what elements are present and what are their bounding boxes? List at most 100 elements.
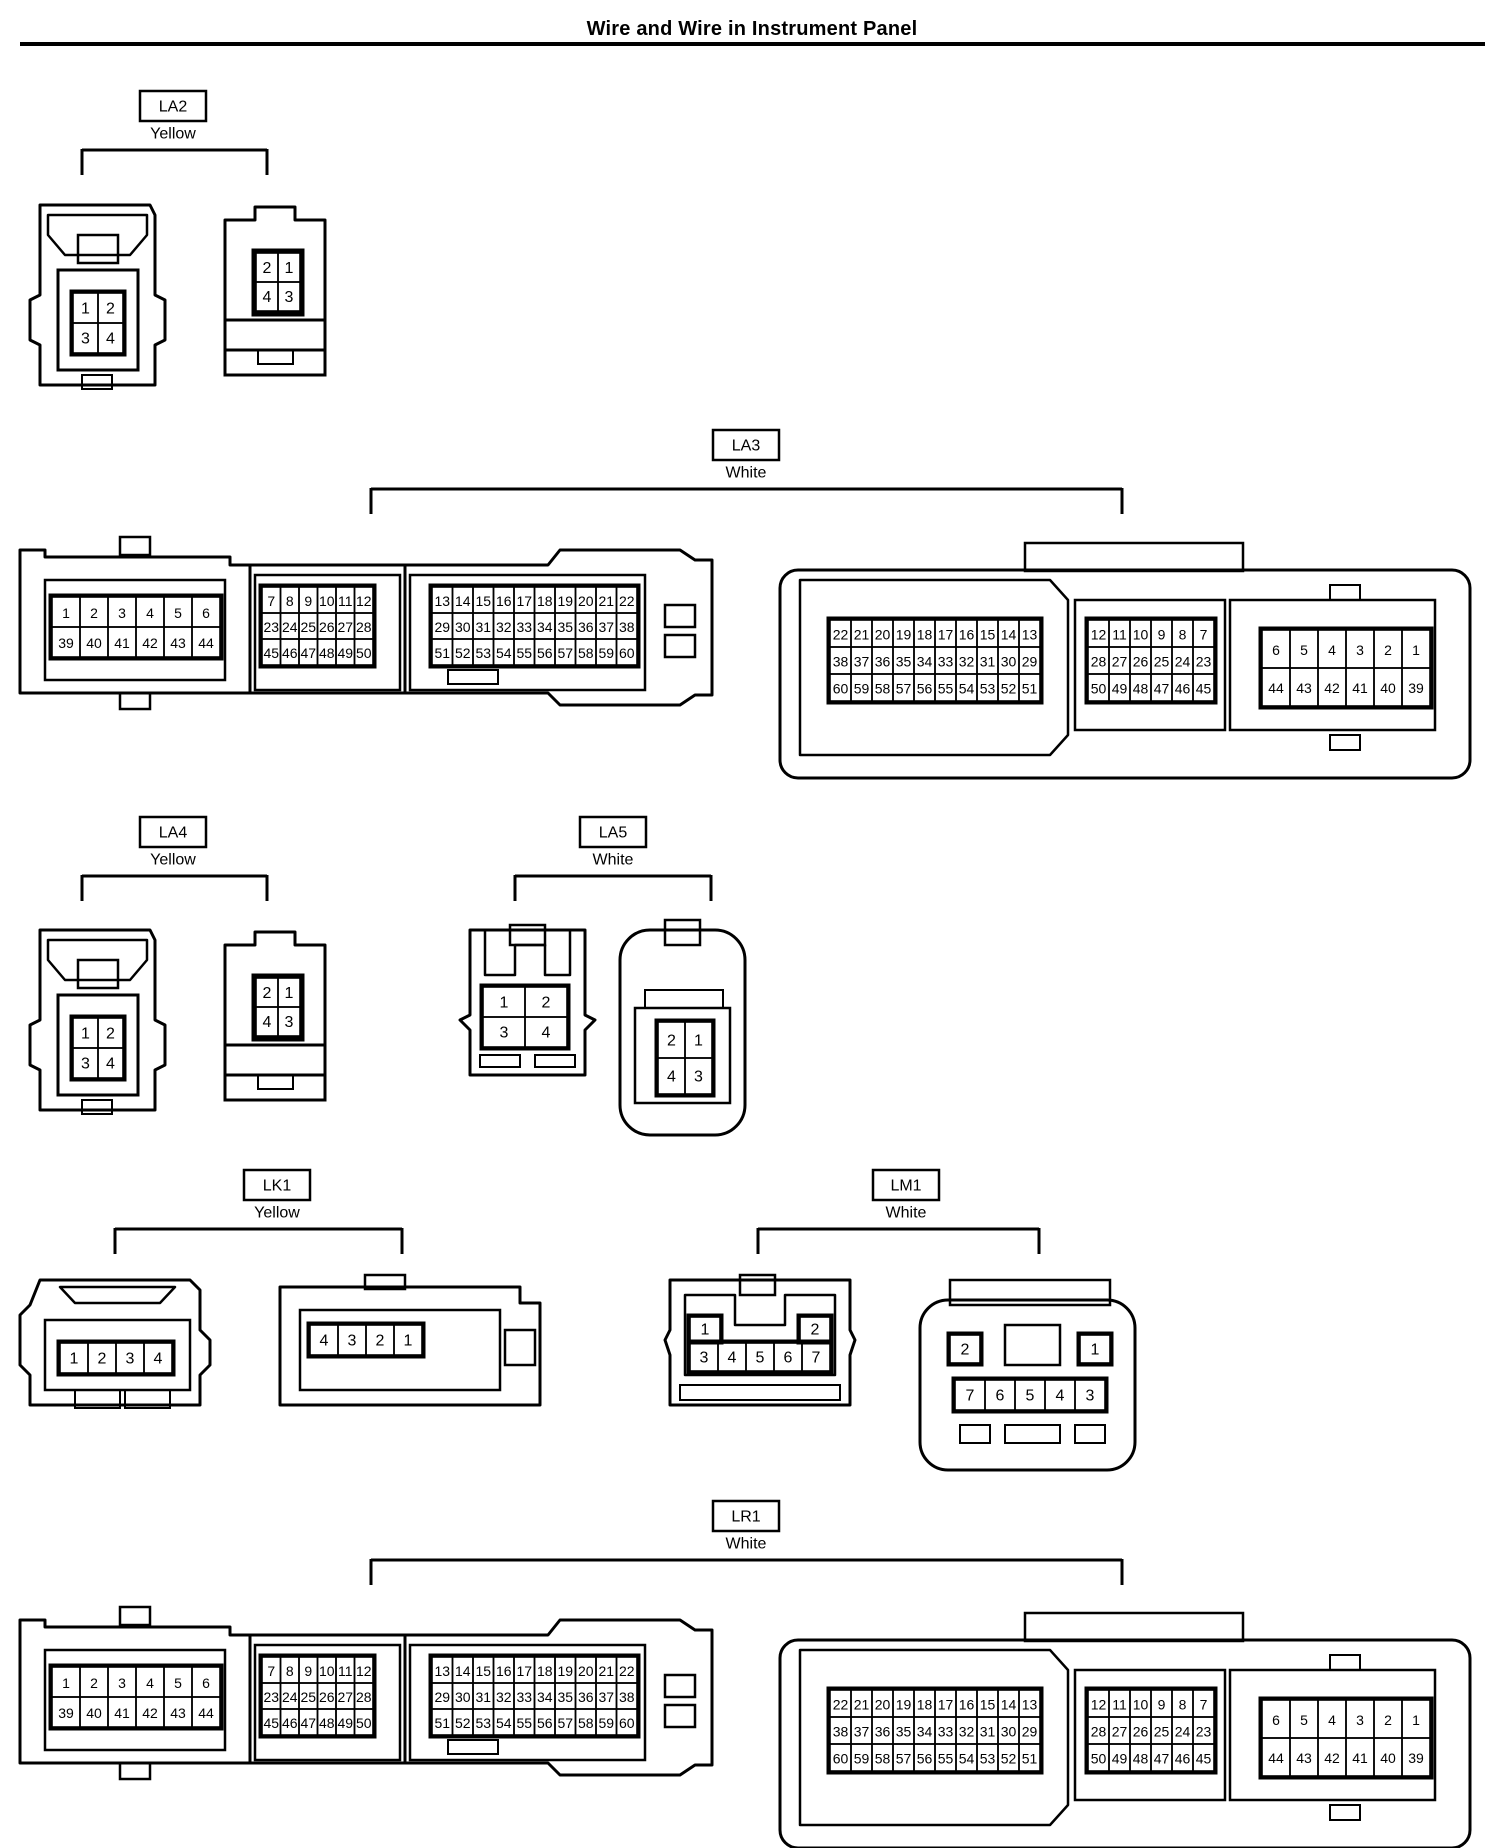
pin-number: 47 [300, 1715, 316, 1731]
title-rule [20, 42, 1485, 46]
pin-number: 22 [619, 1663, 635, 1679]
pin-number: 51 [434, 1715, 450, 1731]
pin-number: 2 [90, 605, 98, 621]
pin-number: 3 [348, 1333, 357, 1350]
pin-number: 10 [319, 1663, 335, 1679]
pin-number: 33 [516, 619, 532, 635]
pin-number: 14 [1001, 627, 1017, 643]
cavity-frame [48, 1663, 224, 1731]
pin-number: 58 [578, 1715, 594, 1731]
pin-number: 3 [81, 331, 90, 348]
pin-number: 24 [1175, 654, 1191, 670]
cavity-frame [1076, 1331, 1114, 1367]
pin-number: 1 [81, 1026, 90, 1043]
connector-code: LA5 [599, 825, 628, 842]
side-latch [503, 1328, 537, 1367]
pin-number: 22 [833, 627, 849, 643]
pin-number: 28 [1091, 1724, 1107, 1740]
pin-number: 1 [285, 260, 294, 277]
pin-number: 57 [557, 1715, 573, 1731]
pin-number: 32 [496, 619, 512, 635]
cavity-frame [686, 1339, 834, 1375]
pin-number: 35 [557, 619, 573, 635]
pin-number: 1 [500, 995, 509, 1012]
pin-number: 60 [619, 645, 635, 661]
pin-number: 8 [1179, 627, 1187, 643]
pin-number: 1 [62, 1675, 70, 1691]
latch [738, 1273, 777, 1297]
pin-number: 37 [854, 654, 870, 670]
connector-color: White [886, 1205, 927, 1222]
latch-cover [46, 213, 149, 257]
pin-number: 43 [1296, 1750, 1312, 1766]
inner-shroud [798, 578, 1070, 757]
pin-number: 6 [996, 1388, 1005, 1405]
cavity-frame [428, 1653, 641, 1739]
pin-number: 11 [1112, 627, 1127, 643]
pin-number: 13 [1022, 627, 1038, 643]
pin-number: 51 [1022, 681, 1038, 697]
cavity-frame [258, 1653, 377, 1739]
pin-number: 44 [198, 635, 214, 651]
pin-number: 58 [578, 645, 594, 661]
pin-number: 56 [917, 1751, 933, 1767]
pin-number: 30 [1001, 654, 1017, 670]
pin-number: 60 [833, 681, 849, 697]
rib [959, 1424, 991, 1444]
pin-number: 49 [1112, 681, 1128, 697]
pin-number: 2 [1384, 1712, 1392, 1728]
pin-number: 55 [516, 1715, 532, 1731]
pin-number: 2 [98, 1351, 107, 1368]
pin-number: 42 [142, 1705, 158, 1721]
pin-number: 4 [154, 1351, 163, 1368]
pin-number: 5 [174, 605, 182, 621]
pin-number: 17 [938, 627, 954, 643]
pin-number: 4 [542, 1025, 551, 1042]
pin-number: 25 [300, 1689, 316, 1705]
inner-shroud [798, 1648, 1070, 1827]
pin-number: 54 [959, 1751, 975, 1767]
pin-number: 16 [496, 593, 512, 609]
pin-number: 53 [475, 1715, 491, 1731]
cavity-frame [69, 1014, 127, 1082]
cavity-frame [252, 249, 304, 315]
pin-number: 40 [1380, 1750, 1396, 1766]
connector-code-box [711, 428, 781, 462]
inner-housing [43, 1318, 192, 1392]
pin-number: 33 [516, 1689, 532, 1705]
pin-number: 2 [106, 1026, 115, 1043]
pin-number: 8 [286, 1663, 294, 1679]
base-block [223, 1043, 327, 1102]
pin-number: 50 [1091, 681, 1107, 697]
pin-number: 14 [455, 1663, 471, 1679]
connector-color: White [726, 1536, 767, 1553]
pin-number: 31 [475, 1689, 491, 1705]
pin-number: 5 [1300, 1712, 1308, 1728]
latch [508, 923, 547, 947]
cavity-frame [1258, 626, 1434, 710]
title-bar: Wire and Wire in Instrument Panel [0, 0, 1504, 48]
pin-number: 38 [619, 619, 635, 635]
cavity-bay [408, 573, 647, 692]
pin-number: 39 [1408, 680, 1424, 696]
pin-number: 36 [875, 1724, 891, 1740]
pin-number: 45 [263, 1715, 279, 1731]
connector-code: LR1 [731, 1509, 760, 1526]
cavity-frame [56, 1339, 176, 1377]
pin-number: 50 [1091, 1751, 1107, 1767]
pin-number: 1 [1091, 1342, 1100, 1359]
pin-number: 25 [1154, 654, 1170, 670]
pin-number: 2 [376, 1333, 385, 1350]
pin-number: 26 [1133, 1724, 1149, 1740]
pin-number: 12 [1091, 627, 1107, 643]
pin-number: 50 [356, 645, 372, 661]
pin-number: 38 [833, 654, 849, 670]
